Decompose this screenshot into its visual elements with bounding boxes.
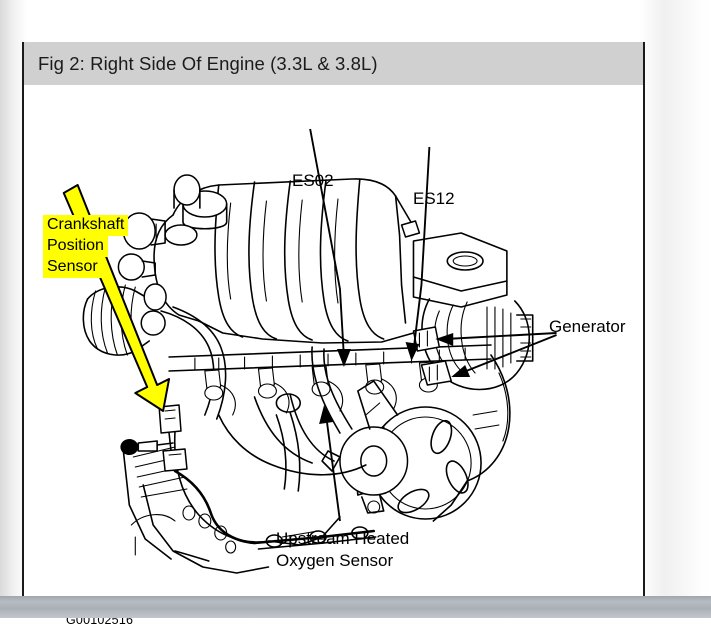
callout-generator: Generator bbox=[549, 317, 626, 336]
figure-panel: Fig 2: Right Side Of Engine (3.3L & 3.8L… bbox=[22, 42, 645, 627]
leader-generator bbox=[435, 332, 557, 377]
callout-crankshaft-position-sensor: Crankshaft Position Sensor bbox=[43, 215, 129, 278]
leader-oxygen-sensor bbox=[319, 405, 341, 522]
callout-oxygen-line1: Upstream Heated bbox=[276, 529, 410, 548]
figure-body: Crankshaft Position Sensor ES02 ES12 Gen… bbox=[24, 85, 643, 627]
callout-oxygen-line2: Oxygen Sensor bbox=[276, 550, 394, 570]
pulley-group bbox=[311, 346, 482, 520]
leader-es02 bbox=[309, 128, 351, 367]
callout-crankshaft-line2: Position bbox=[43, 236, 108, 257]
callout-es12: ES12 bbox=[413, 189, 455, 208]
rear-detail-group bbox=[432, 354, 511, 522]
callout-es02: ES02 bbox=[292, 171, 334, 190]
page-title: Fig 2: Right Side Of Engine (3.3L & 3.8L… bbox=[38, 53, 378, 74]
window-bottom-bar bbox=[0, 596, 711, 618]
callout-crankshaft-line3: Sensor bbox=[43, 257, 102, 278]
callout-crankshaft-line1: Crankshaft bbox=[43, 215, 129, 236]
leader-es12 bbox=[405, 146, 431, 361]
throttle-body-group bbox=[82, 174, 228, 420]
generator-group bbox=[400, 220, 534, 391]
crankshaft-position-sensor-group bbox=[120, 404, 377, 550]
figure-header-bar: Fig 2: Right Side Of Engine (3.3L & 3.8L… bbox=[24, 42, 643, 85]
callout-upstream-heated-oxygen-sensor: Upstream Heated Oxygen Sensor bbox=[276, 528, 409, 572]
oxygen-sensor-group bbox=[275, 393, 302, 492]
engine-diagram-illustration bbox=[62, 128, 557, 574]
